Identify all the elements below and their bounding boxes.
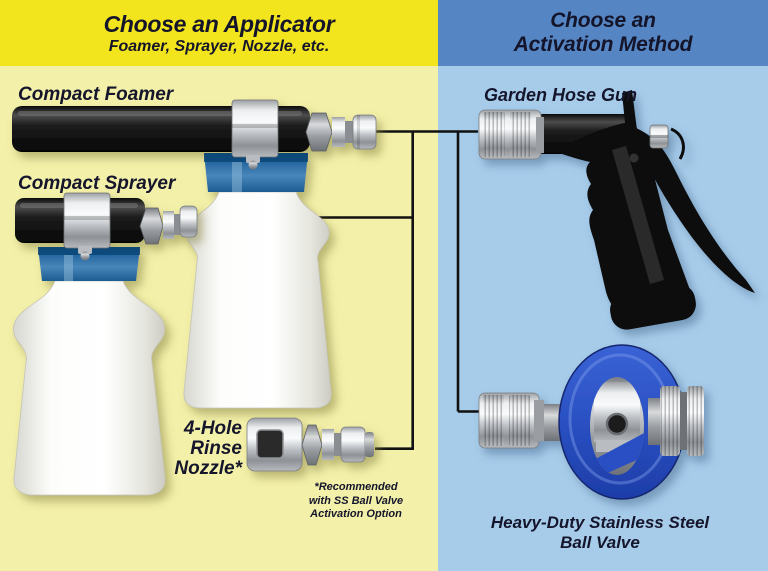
foamer-bottle [183, 191, 332, 409]
compact-foamer-label: Compact Foamer [18, 84, 174, 105]
rinse-nozzle-image [246, 417, 374, 472]
garden-hose-gun-label: Garden Hose Gun [484, 85, 638, 105]
garden-hose-gun-image [478, 90, 755, 330]
foamer-hex-fitting [305, 112, 333, 152]
gun-clip [670, 127, 685, 160]
nozzle-hex-fitting [301, 424, 323, 466]
ball-valve-caption: Heavy-Duty Stainless Steel Ball Valve [467, 513, 733, 553]
activation-title-line1: Choose an [550, 9, 656, 32]
rinse-nozzle-label-line2: Rinse [190, 438, 242, 459]
compact-sprayer-label: Compact Sprayer [18, 173, 176, 194]
footnote-line2: with SS Ball Valve [308, 494, 404, 507]
ball-valve-caption-line1: Heavy-Duty Stainless Steel [490, 513, 710, 532]
sprayer-tube [15, 192, 198, 261]
rinse-nozzle-label: 4-Hole Rinse Nozzle* [110, 419, 242, 479]
gun-trigger [630, 128, 755, 293]
rinse-nozzle-label-line3: Nozzle* [174, 458, 242, 479]
footnote-line1: *Recommended [314, 481, 398, 493]
gun-coupler [478, 109, 544, 160]
sprayer-bottle [12, 280, 166, 496]
activation-header: Choose an Activation Method [438, 0, 768, 66]
connector-lines [196, 130, 481, 450]
sprayer-quick-connect-plug [163, 205, 198, 239]
footnote-line3: Activation Option [310, 508, 402, 520]
valve-hose-fitting [648, 386, 704, 456]
gun-handle-cap [610, 284, 696, 330]
valve-mechanism [590, 382, 644, 475]
foamer-quick-connect-plug [332, 114, 377, 150]
compact-foamer-image [12, 99, 377, 409]
ball-valve-caption-line2: Ball Valve [560, 533, 640, 552]
compact-sprayer-image [12, 192, 198, 496]
applicator-subtitle: Foamer, Sprayer, Nozzle, etc. [108, 37, 330, 55]
foamer-tube [12, 99, 377, 170]
valve-coupler [478, 392, 566, 449]
rinse-nozzle-label-line1: 4-Hole [183, 418, 242, 439]
nozzle-quick-connect-plug [322, 426, 374, 463]
activation-title-line2: Activation Method [513, 33, 693, 56]
ball-valve-footnote: *Recommended with SS Ball Valve Activati… [294, 481, 418, 522]
applicator-title: Choose an Applicator [103, 10, 335, 37]
applicator-header: Choose an Applicator Foamer, Sprayer, No… [0, 0, 438, 66]
ball-valve-image [478, 344, 704, 500]
